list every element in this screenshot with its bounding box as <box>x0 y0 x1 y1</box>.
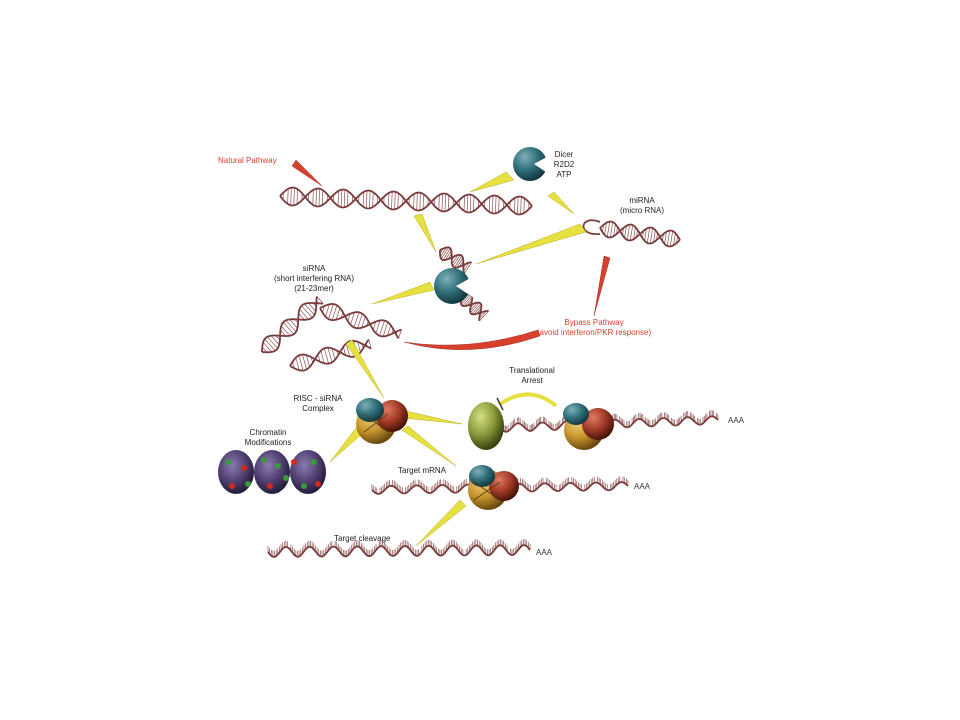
cleaved-mrna-strand <box>267 539 531 558</box>
risc-on-target <box>468 465 519 510</box>
red-arrows <box>291 159 611 350</box>
dicer-label-line3: ATP <box>556 170 572 179</box>
translational-label-line1: Translational <box>509 366 555 375</box>
sirna-duplex-1 <box>261 296 324 354</box>
natural-pathway-label: Natural Pathway <box>218 156 277 165</box>
translational-label-line2: Arrest <box>521 376 543 385</box>
arrow-risc-to-chromatin <box>329 427 363 463</box>
dicer-cutting-complex <box>434 268 474 304</box>
arrow-mirna-to-dicer2 <box>475 223 587 265</box>
polya-tail-1: AAA <box>728 416 745 425</box>
bypass-label-line1: Bypass Pathway <box>564 318 624 327</box>
mirna-hairpin-stem <box>599 220 681 248</box>
arrow-dicer2-to-sirna <box>371 281 435 305</box>
chromatin-label-line1: Chromatin <box>249 428 287 437</box>
mirna-label-line2: (micro RNA) <box>620 206 664 215</box>
polya-tail-3: AAA <box>536 548 553 557</box>
arrow-dsrna-to-dicer2 <box>413 213 437 253</box>
chromatin-label-line2: Modifications <box>244 438 292 447</box>
sirna-label-line1: siRNA <box>302 264 326 273</box>
dsrna-long-helix <box>279 186 533 216</box>
risc-label-line1: RISC - siRNA <box>293 394 343 403</box>
dicer-enzyme <box>513 147 552 181</box>
arrow-sirna-to-risc <box>345 339 385 399</box>
arrow-bypass-curve <box>403 329 541 350</box>
bypass-label-line2: (avoid interferon/PKR response) <box>536 328 652 337</box>
arrest-protein <box>468 402 504 450</box>
arrow-dicer-to-dsrna <box>469 171 515 193</box>
dicer-label-line1: Dicer <box>554 150 574 159</box>
arrow-risc-to-arrest <box>401 409 463 425</box>
sirna-duplex-2 <box>319 303 402 339</box>
arrow-bypass-from-mirna <box>593 255 611 317</box>
risc-complex <box>356 398 408 444</box>
yellow-arrows <box>329 171 587 547</box>
arrow-risc-to-target <box>401 425 457 467</box>
sirna-label-line3: (21-23mer) <box>294 284 334 293</box>
risc-label-line2: Complex <box>302 404 334 413</box>
arrow-cleavage <box>415 499 467 547</box>
target-mrna-label: Target mRNA <box>398 466 447 475</box>
polya-tail-2: AAA <box>634 482 651 491</box>
arrest-inhibition-bar <box>496 397 504 411</box>
mirna-label-line1: miRNA <box>629 196 655 205</box>
mirna-hairpin-loop <box>582 219 601 235</box>
dicer-cut-helix-1 <box>439 246 472 275</box>
arrow-natural-pathway <box>291 159 323 187</box>
arrest-inhibition-arc <box>498 392 558 408</box>
dicer-label-line2: R2D2 <box>553 160 575 169</box>
chromatin-nucleosomes <box>218 450 326 494</box>
target-cleavage-label: Target cleavage <box>334 534 391 543</box>
risc-on-mrna <box>563 403 614 450</box>
arrow-dsrna-to-mirna <box>547 191 575 215</box>
sirna-label-line2: (short interfering RNA) <box>273 274 355 283</box>
